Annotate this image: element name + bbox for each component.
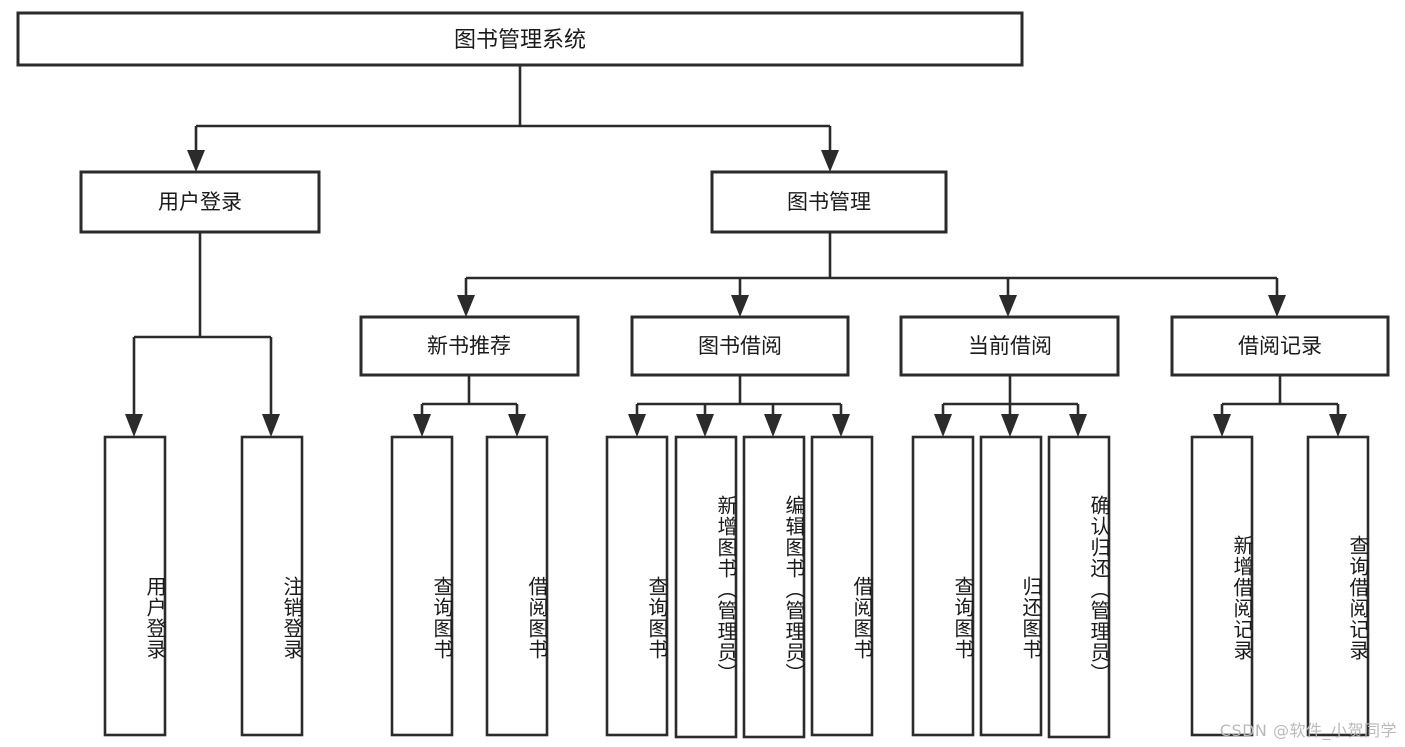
- arrow-borrowrecord-leaf2: [1329, 414, 1347, 437]
- leaf-box-return-book[interactable]: [979, 435, 1043, 737]
- arrow-bookborrow-leaf3: [764, 414, 782, 437]
- csdn-watermark: CSDN @软件_小贺同学: [1219, 721, 1397, 740]
- arrow-bookmanage-newbook: [457, 295, 475, 317]
- node-book-borrow-box[interactable]: [630, 315, 850, 377]
- node-current-borrow-box[interactable]: [899, 315, 1120, 377]
- node-root-label: 图书管理系统: [454, 28, 586, 53]
- node-new-book-recommend-label: 新书推荐: [427, 334, 511, 358]
- node-root[interactable]: 图书管理系统: [16, 11, 1024, 67]
- connector-layer: [125, 65, 1347, 437]
- leaf-box-borrow-book-2[interactable]: [810, 435, 874, 737]
- arrow-bookborrow-leaf1: [628, 414, 646, 437]
- arrow-newbook-leaf2: [508, 414, 526, 437]
- node-root-box[interactable]: [16, 11, 1024, 67]
- leaf-box-query-book-1[interactable]: [390, 435, 454, 737]
- node-user-login[interactable]: 用户登录: [79, 170, 321, 234]
- arrow-bookmanage-bookborrow: [731, 295, 749, 317]
- arrow-root-to-bookmanage: [821, 150, 839, 172]
- arrow-currentborrow-leaf1: [934, 414, 952, 437]
- arrow-bookborrow-leaf4: [832, 414, 850, 437]
- arrow-bookborrow-leaf2: [696, 414, 714, 437]
- leaf-box-layer: [103, 435, 1370, 739]
- leaf-box-user-login[interactable]: [103, 435, 167, 737]
- node-current-borrow-label: 当前借阅: [968, 334, 1052, 358]
- leaf-box-logout[interactable]: [240, 435, 304, 737]
- arrow-userlogin-leaf1: [125, 414, 143, 437]
- node-borrow-record-label: 借阅记录: [1238, 334, 1322, 358]
- leaf-box-add-record[interactable]: [1190, 435, 1254, 737]
- leaf-box-borrow-book-1[interactable]: [485, 435, 549, 737]
- node-current-borrow[interactable]: 当前借阅: [899, 315, 1120, 377]
- leaf-box-query-book-2[interactable]: [605, 435, 669, 737]
- node-book-manage[interactable]: 图书管理: [710, 170, 948, 234]
- node-borrow-record[interactable]: 借阅记录: [1170, 315, 1390, 377]
- arrow-newbook-leaf1: [413, 414, 431, 437]
- leaf-box-query-book-3[interactable]: [911, 435, 975, 737]
- node-book-borrow-label: 图书借阅: [698, 334, 782, 358]
- arrow-currentborrow-leaf2: [1001, 414, 1019, 437]
- node-book-manage-label: 图书管理: [787, 190, 871, 214]
- node-borrow-record-box[interactable]: [1170, 315, 1390, 377]
- node-user-login-box[interactable]: [79, 170, 321, 234]
- node-book-borrow[interactable]: 图书借阅: [630, 315, 850, 377]
- leaf-box-edit-book[interactable]: [742, 435, 806, 739]
- arrow-currentborrow-leaf3: [1069, 414, 1087, 437]
- node-user-login-label: 用户登录: [158, 190, 242, 214]
- arrow-borrowrecord-leaf1: [1213, 414, 1231, 437]
- arrow-bookmanage-currentborrow: [999, 295, 1017, 317]
- node-new-book-recommend-box[interactable]: [359, 315, 580, 377]
- leaf-box-confirm-return[interactable]: [1047, 435, 1111, 739]
- leaf-box-add-book[interactable]: [674, 435, 738, 739]
- arrow-bookmanage-borrowrecord: [1268, 295, 1286, 317]
- arrow-userlogin-leaf2: [262, 414, 280, 437]
- node-new-book-recommend[interactable]: 新书推荐: [359, 315, 580, 377]
- node-book-manage-box[interactable]: [710, 170, 948, 234]
- leaf-box-query-record[interactable]: [1306, 435, 1370, 737]
- arrow-root-to-userlogin: [187, 150, 205, 172]
